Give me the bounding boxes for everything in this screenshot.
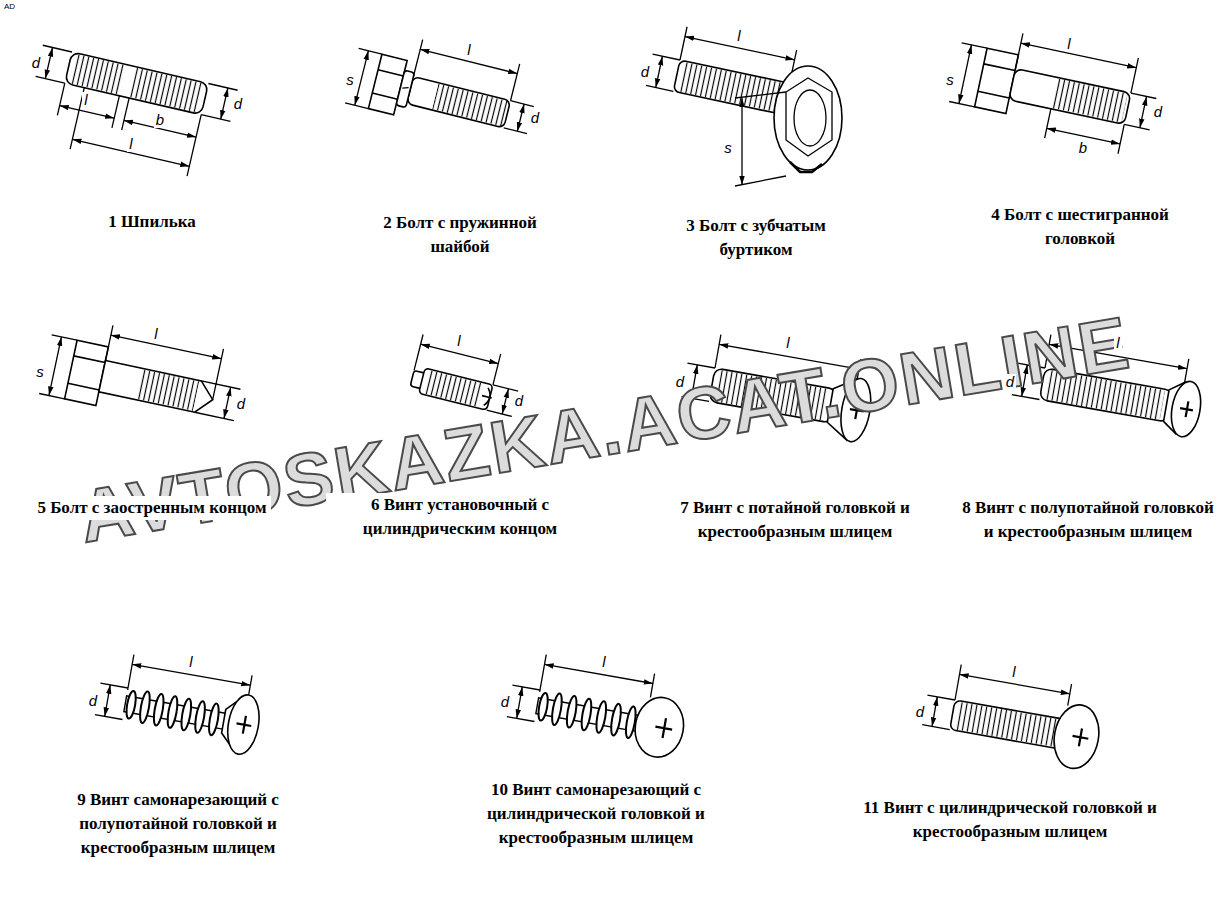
- dimension-letter: d: [499, 694, 511, 710]
- dimension-letter: l: [1010, 664, 1017, 680]
- dimension-letter: l: [455, 333, 462, 349]
- dimension-letter: b: [154, 112, 166, 128]
- dimension-letter: d: [1004, 374, 1016, 390]
- dimension-letter: l: [600, 654, 607, 670]
- dimension-letter: l: [465, 42, 472, 58]
- dimension-letter: b: [1077, 140, 1089, 156]
- part-caption: 5 Болт с заостренным концом: [33, 496, 271, 520]
- dimension-letter: d: [232, 96, 244, 112]
- dimension-letter: d: [235, 396, 247, 412]
- dimension-letter: d: [1152, 104, 1164, 120]
- dimension-letter: l: [152, 326, 159, 342]
- part-caption: 9 Винт самонарезающий с полупотайной гол…: [53, 788, 303, 860]
- dimension-letter: s: [344, 72, 356, 88]
- part-caption: 4 Болт с шестигранной головкой: [951, 203, 1209, 251]
- dimension-letter: d: [513, 393, 525, 409]
- part-caption: 2 Болт с пружинной шайбой: [351, 211, 569, 259]
- part-caption: 10 Винт самонарезающий с цилиндрической …: [459, 778, 733, 850]
- dimension-letter: s: [34, 364, 46, 380]
- part-caption: 6 Винт установочный с цилиндрическим кон…: [326, 493, 594, 541]
- dimension-letter: s: [722, 140, 734, 156]
- dimension-letter: l: [127, 136, 134, 152]
- dimension-letter: d: [674, 374, 686, 390]
- dimension-letter: l: [735, 28, 742, 44]
- dimension-letter: l: [784, 335, 791, 351]
- part-caption: 1 Шпилька: [49, 210, 255, 234]
- dimension-letter: d: [914, 704, 926, 720]
- dimension-letter: d: [529, 110, 541, 126]
- dimension-letter: s: [944, 72, 956, 88]
- dimension-letter: d: [639, 64, 651, 80]
- part-caption: 3 Болт с зубчатым буртиком: [652, 214, 860, 262]
- corner-mark: AD: [4, 2, 15, 11]
- dimension-letter: l: [187, 654, 194, 670]
- dimension-letter: d: [87, 693, 99, 709]
- dimension-letter: l: [1114, 335, 1121, 351]
- dimension-letter: d: [30, 55, 42, 71]
- part-caption: 11 Винт с цилиндрической головкой и крес…: [832, 796, 1188, 844]
- part-caption: 7 Винт с потайной головкой и крестообраз…: [663, 496, 927, 544]
- part-caption: 8 Винт с полупотайной головкой и крестоо…: [956, 496, 1220, 544]
- dimension-letter: l: [1065, 36, 1072, 52]
- dimension-letter: l: [82, 92, 89, 108]
